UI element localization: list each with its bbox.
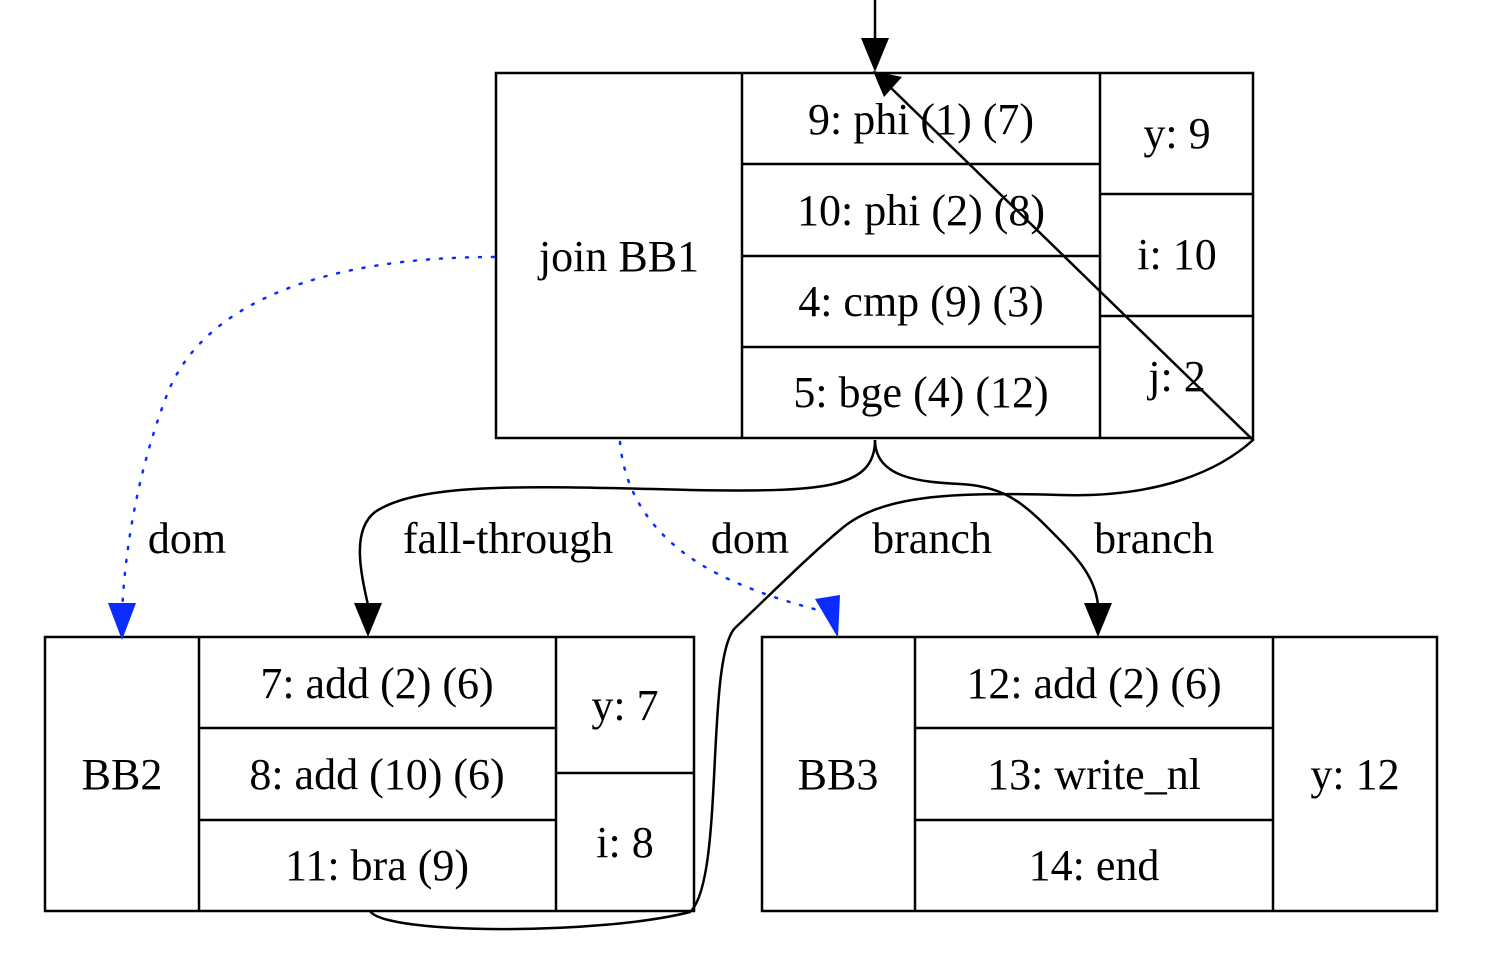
edge-fall-through: fall-through bbox=[354, 439, 877, 637]
bb1-instr-4: 5: bge (4) (12) bbox=[793, 368, 1048, 417]
bb3-instr-1: 12: add (2) (6) bbox=[966, 659, 1221, 708]
edge-label-dom-bb2: dom bbox=[148, 514, 226, 563]
bb3-instr-3: 14: end bbox=[1029, 841, 1160, 890]
bb2-var-1: y: 7 bbox=[591, 681, 658, 730]
edge-entry bbox=[861, 0, 889, 72]
bb2-instr-2: 8: add (10) (6) bbox=[249, 750, 504, 799]
edge-label-fall-through: fall-through bbox=[403, 514, 613, 563]
bb2-var-2: i: 8 bbox=[596, 818, 653, 867]
edge-dom-bb3: dom bbox=[618, 440, 840, 638]
node-bb1[interactable]: join BB1 9: phi (1) (7) 10: phi (2) (8) … bbox=[494, 71, 1255, 440]
node-bb3-frame bbox=[760, 635, 1439, 913]
bb2-instr-1: 7: add (2) (6) bbox=[260, 659, 493, 708]
bb3-instr-2: 13: write_nl bbox=[987, 750, 1201, 799]
bb1-instr-1: 9: phi (1) (7) bbox=[808, 95, 1034, 144]
bb1-instr-2: 10: phi (2) (8) bbox=[797, 186, 1045, 235]
edge-dom-bb2: dom bbox=[108, 255, 496, 640]
bb2-instr-3: 11: bra (9) bbox=[285, 841, 469, 890]
bb1-instr-3: 4: cmp (9) (3) bbox=[798, 277, 1044, 326]
edge-label-branch-bb3: branch bbox=[1094, 514, 1214, 563]
edge-branch-bb3: branch bbox=[873, 439, 1214, 637]
bb1-var-1: y: 9 bbox=[1143, 109, 1210, 158]
node-bb1-label: join BB1 bbox=[537, 232, 699, 281]
node-bb2[interactable]: BB2 7: add (2) (6) 8: add (10) (6) 11: b… bbox=[43, 635, 696, 913]
node-bb2-label: BB2 bbox=[82, 750, 163, 799]
node-bb3-label: BB3 bbox=[798, 750, 879, 799]
edge-label-branch-back: branch bbox=[872, 514, 992, 563]
edge-label-dom-bb3: dom bbox=[711, 514, 789, 563]
bb1-var-2: i: 10 bbox=[1137, 230, 1216, 279]
bb3-var-1: y: 12 bbox=[1310, 750, 1399, 799]
bb1-var-3: j: 2 bbox=[1146, 352, 1205, 401]
node-bb3[interactable]: BB3 12: add (2) (6) 13: write_nl 14: end… bbox=[760, 635, 1439, 913]
edge-branch-back: branch bbox=[368, 71, 1255, 931]
